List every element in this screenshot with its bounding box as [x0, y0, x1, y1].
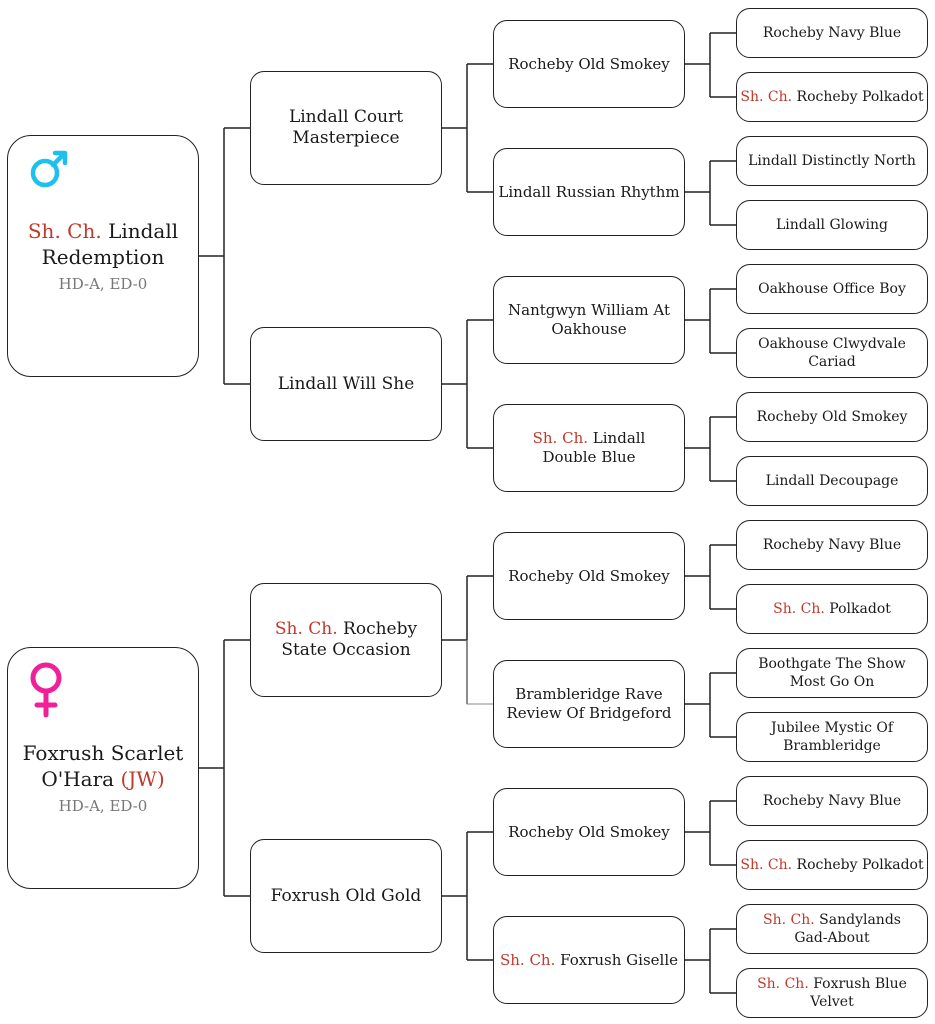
connector-gen2-g	[685, 800, 736, 866]
gen3-name-2: Rocheby Polkadot	[796, 89, 924, 105]
connector-gen2-d	[685, 416, 736, 482]
gen2-name-7: Rocheby Old Smokey	[508, 822, 670, 841]
gen3-name-16: Foxrush Blue Velvet	[810, 976, 907, 1010]
gen3-card-9[interactable]: Rocheby Navy Blue	[736, 520, 928, 570]
gen3-name-1: Rocheby Navy Blue	[762, 25, 902, 41]
gen3-card-8[interactable]: Lindall Decoupage	[736, 456, 928, 506]
male-symbol-icon	[30, 150, 68, 188]
gen3-title-10: Sh. Ch.	[773, 601, 825, 617]
dam-mother-name: Foxrush Old Gold	[270, 885, 422, 906]
gen3-title-2: Sh. Ch.	[740, 89, 793, 105]
connector-gen2-a	[685, 32, 736, 98]
dam-name-line: Foxrush Scarlet O'Hara (JW)	[8, 740, 198, 792]
gen3-name-9: Rocheby Navy Blue	[762, 537, 902, 553]
gen3-name-10: Polkadot	[829, 601, 891, 617]
sire-name-line: Sh. Ch. Lindall Redemption	[8, 218, 198, 270]
dam-card[interactable]: Foxrush Scarlet O'Hara (JW) HD-A, ED-0	[7, 647, 199, 889]
connector-gen1-b	[442, 319, 493, 449]
connector-gen1-c-light	[466, 640, 493, 705]
gen3-card-13[interactable]: Rocheby Navy Blue	[736, 776, 928, 826]
gen3-name-13: Rocheby Navy Blue	[762, 793, 902, 809]
gen2-card-7[interactable]: Rocheby Old Smokey	[493, 788, 685, 876]
gen3-card-14[interactable]: Sh. Ch. Rocheby Polkadot	[736, 840, 928, 890]
gen2-card-2[interactable]: Lindall Russian Rhythm	[493, 148, 685, 236]
gen3-name-14: Rocheby Polkadot	[796, 857, 924, 873]
gen3-name-5: Oakhouse Office Boy	[758, 281, 906, 297]
gen3-card-2[interactable]: Sh. Ch. Rocheby Polkadot	[736, 72, 928, 122]
female-symbol-icon	[30, 662, 62, 718]
gen2-card-6[interactable]: Brambleridge Rave Review Of Bridgeford	[493, 660, 685, 748]
gen3-card-5[interactable]: Oakhouse Office Boy	[736, 264, 928, 314]
gen2-name-4: Lindall Double Blue	[542, 429, 646, 466]
gen2-name-3: Nantgwyn William At Oakhouse	[508, 301, 670, 338]
gen2-name-8: Foxrush Giselle	[560, 950, 679, 969]
connector-gen2-c	[685, 288, 736, 354]
gen3-card-3[interactable]: Lindall Distinctly North	[736, 136, 928, 186]
gen3-card-12[interactable]: Jubilee Mystic Of Brambleridge	[736, 712, 928, 762]
gen2-card-8[interactable]: Sh. Ch. Foxrush Giselle	[493, 916, 685, 1004]
gen3-card-11[interactable]: Boothgate The Show Most Go On	[736, 648, 928, 698]
sire-name: Lindall Redemption	[41, 219, 179, 269]
sire-card[interactable]: Sh. Ch. Lindall Redemption HD-A, ED-0	[7, 135, 199, 377]
connector-gen2-e	[685, 544, 736, 610]
gen3-card-4[interactable]: Lindall Glowing	[736, 200, 928, 250]
gen3-name-6: Oakhouse Clwydvale Cariad	[758, 336, 906, 370]
gen3-name-11: Boothgate The Show Most Go On	[758, 656, 906, 690]
gen2-name-2: Lindall Russian Rhythm	[498, 182, 680, 201]
gen2-card-3[interactable]: Nantgwyn William At Oakhouse	[493, 276, 685, 364]
gen2-name-6: Brambleridge Rave Review Of Bridgeford	[506, 685, 672, 722]
dam-mother-card[interactable]: Foxrush Old Gold	[250, 839, 442, 953]
gen2-card-4[interactable]: Sh. Ch. Lindall Double Blue	[493, 404, 685, 492]
sire-mother-name: Lindall Will She	[277, 373, 415, 394]
gen3-card-15[interactable]: Sh. Ch. Sandylands Gad-About	[736, 904, 928, 954]
dam-suffix: (JW)	[120, 767, 165, 791]
gen3-title-14: Sh. Ch.	[740, 857, 793, 873]
gen3-card-7[interactable]: Rocheby Old Smokey	[736, 392, 928, 442]
dam-father-title: Sh. Ch.	[274, 619, 338, 639]
gen3-name-3: Lindall Distinctly North	[748, 153, 916, 169]
gen3-card-1[interactable]: Rocheby Navy Blue	[736, 8, 928, 58]
gen2-card-5[interactable]: Rocheby Old Smokey	[493, 532, 685, 620]
dam-father-card[interactable]: Sh. Ch. Rocheby State Occasion	[250, 583, 442, 697]
dam-health: HD-A, ED-0	[58, 797, 148, 815]
gen3-name-7: Rocheby Old Smokey	[756, 409, 908, 425]
connector-gen1-d	[442, 831, 493, 961]
gen3-card-16[interactable]: Sh. Ch. Foxrush Blue Velvet	[736, 968, 928, 1018]
gen3-name-8: Lindall Decoupage	[765, 473, 899, 489]
gen3-name-4: Lindall Glowing	[775, 217, 889, 233]
gen3-name-15: Sandylands Gad-About	[794, 912, 901, 946]
gen3-card-10[interactable]: Sh. Ch. Polkadot	[736, 584, 928, 634]
gen3-card-6[interactable]: Oakhouse Clwydvale Cariad	[736, 328, 928, 378]
dam-name: Foxrush Scarlet O'Hara	[22, 741, 184, 791]
dam-father-name: Rocheby State Occasion	[281, 619, 418, 660]
connector-gen1-a	[442, 63, 493, 193]
gen2-title-4: Sh. Ch.	[532, 429, 589, 447]
gen3-title-15: Sh. Ch.	[763, 912, 815, 928]
sire-health: HD-A, ED-0	[58, 275, 148, 293]
sire-father-card[interactable]: Lindall Court Masterpiece	[250, 71, 442, 185]
gen2-name-5: Rocheby Old Smokey	[508, 566, 670, 585]
gen3-title-16: Sh. Ch.	[757, 976, 809, 992]
connector-sire	[199, 127, 250, 385]
gen2-card-1[interactable]: Rocheby Old Smokey	[493, 20, 685, 108]
connector-gen2-b	[685, 160, 736, 226]
sire-title: Sh. Ch.	[27, 219, 102, 243]
sire-mother-card[interactable]: Lindall Will She	[250, 327, 442, 441]
sire-father-name: Lindall Court Masterpiece	[288, 107, 404, 148]
gen3-name-12: Jubilee Mystic Of Brambleridge	[770, 720, 894, 754]
gen2-name-1: Rocheby Old Smokey	[508, 54, 670, 73]
gen2-title-8: Sh. Ch.	[499, 950, 556, 969]
connector-gen2-h	[685, 928, 736, 994]
connector-gen2-f	[685, 672, 736, 738]
connector-dam	[199, 639, 250, 897]
